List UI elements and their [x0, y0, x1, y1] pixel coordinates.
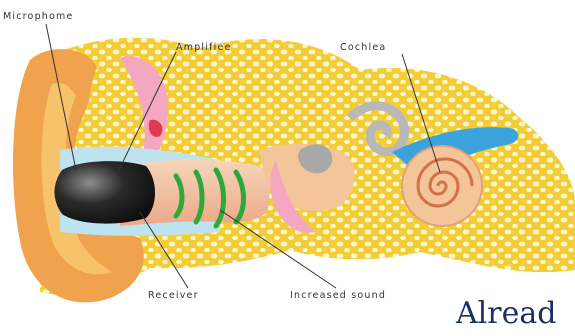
- label-cochlea: Cochlea: [340, 42, 386, 53]
- label-increased-sound: Increased sound: [290, 290, 386, 301]
- label-amplifier: Amplifiee: [176, 42, 232, 53]
- label-microphone: Microphome: [3, 11, 74, 22]
- slide-caption-text: Alread: [456, 296, 556, 332]
- label-receiver: Receiver: [148, 290, 199, 301]
- hearing-aid-device: [55, 161, 156, 224]
